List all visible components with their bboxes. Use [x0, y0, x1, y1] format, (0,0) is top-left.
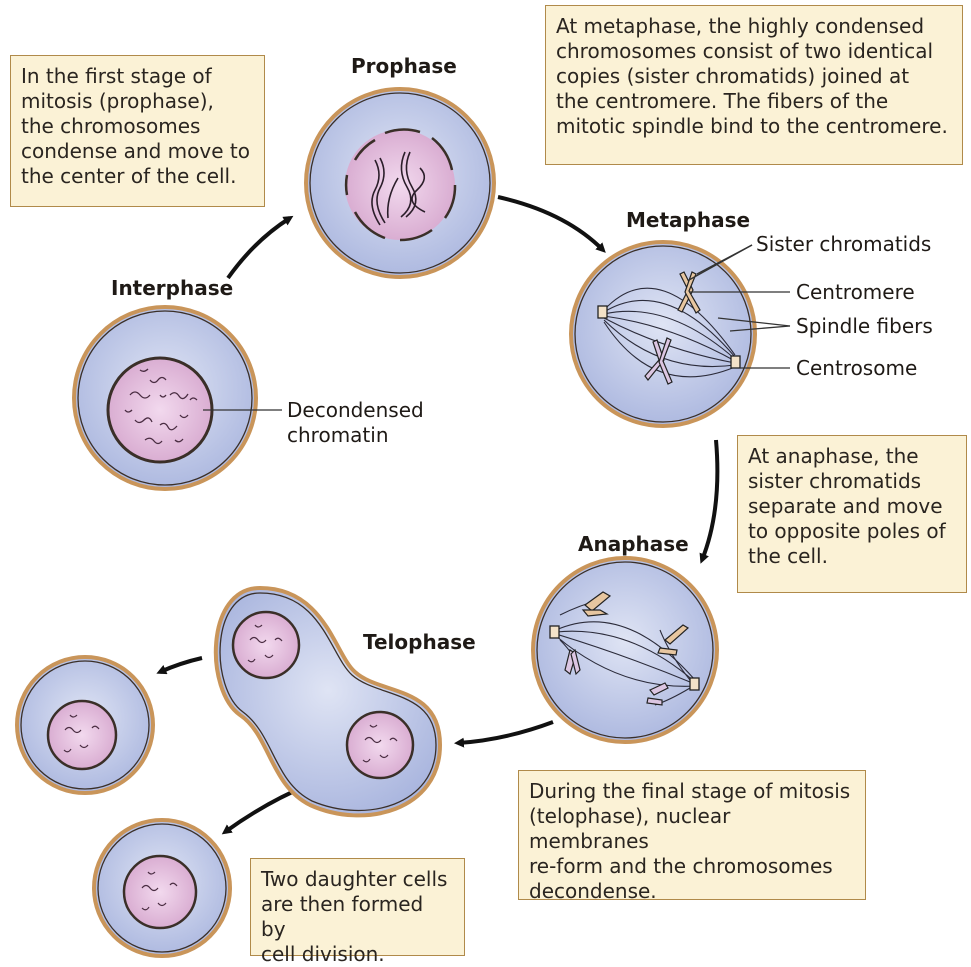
interphase-cell	[74, 307, 282, 489]
anaphase-cell	[533, 558, 717, 742]
metaphase-cell	[571, 242, 790, 426]
arrow-interphase-to-prophase	[228, 218, 290, 278]
anaphase-centrosome-left	[550, 626, 559, 638]
daughter-cell-upper	[17, 657, 153, 793]
centromere-label: Centromere	[796, 280, 915, 305]
centrosome-label: Centrosome	[796, 356, 917, 381]
prophase-cell	[306, 89, 494, 277]
anaphase-callout: At anaphase, the sister chromatids separ…	[737, 435, 967, 593]
metaphase-label: Metaphase	[626, 208, 750, 232]
anaphase-label: Anaphase	[578, 532, 689, 556]
prophase-label: Prophase	[351, 54, 457, 78]
division-callout: Two daughter cells are then formed by ce…	[250, 858, 465, 956]
arrow-anaphase-to-telophase	[458, 722, 553, 743]
telophase-label: Telophase	[363, 630, 476, 654]
metaphase-centrosome-right	[731, 356, 740, 368]
metaphase-centrosome-left	[598, 306, 607, 318]
telophase-cell	[216, 588, 440, 815]
arrow-prophase-to-metaphase	[498, 197, 603, 250]
telophase-callout: During the final stage of mitosis (telop…	[518, 770, 866, 900]
decondensed-chromatin-label: Decondensed chromatin	[287, 398, 424, 448]
daughter-cell-lower	[94, 820, 230, 956]
prophase-callout: In the first stage of mitosis (prophase)…	[10, 55, 265, 207]
arrow-metaphase-to-anaphase	[702, 440, 717, 560]
interphase-label: Interphase	[111, 276, 233, 300]
sister-chromatids-label: Sister chromatids	[756, 232, 931, 257]
arrow-telophase-to-daughter-upper	[160, 658, 202, 672]
spindle-fibers-label: Spindle fibers	[796, 314, 933, 339]
metaphase-callout: At metaphase, the highly condensed chrom…	[545, 5, 963, 165]
anaphase-centrosome-right	[690, 678, 699, 690]
